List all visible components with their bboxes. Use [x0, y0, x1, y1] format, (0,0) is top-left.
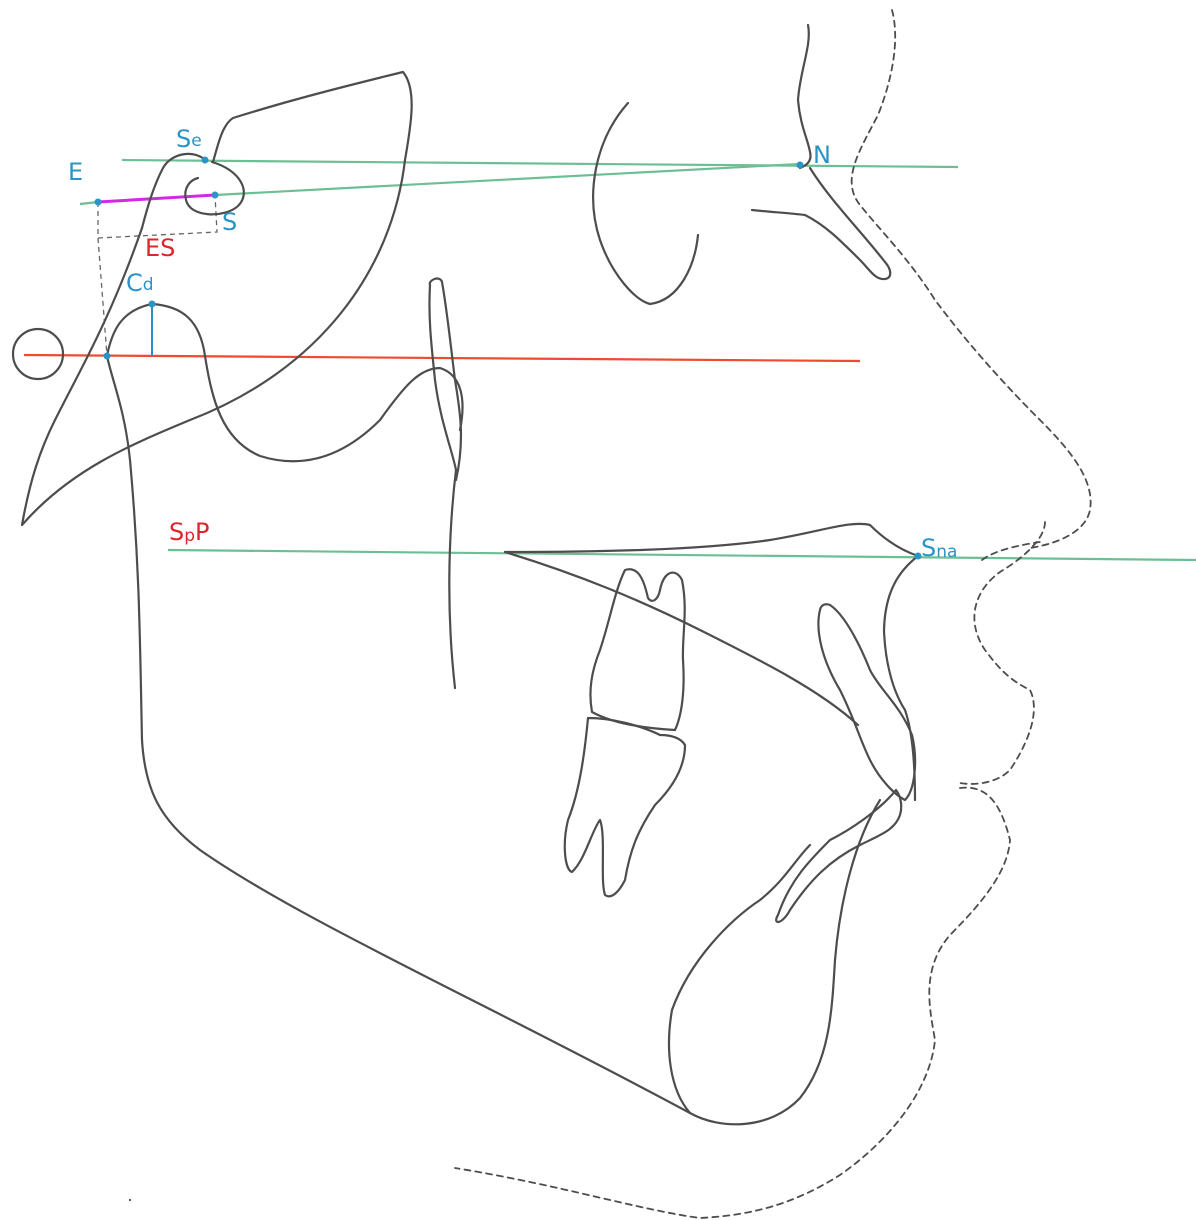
condylion-point: [148, 300, 156, 308]
upper-molar-outline: [589, 568, 686, 732]
label-sella-entrance: Se: [176, 125, 202, 153]
pterygoid-lower-outline: [428, 283, 458, 690]
spp-plane-line: [167, 548, 1196, 562]
red-line-intersection-point: [103, 352, 111, 360]
lower-molar-outline: [563, 716, 687, 898]
soft-tissue-profile: [850, 9, 1092, 549]
palatal-plane-outline: [503, 522, 920, 558]
label-condylion: Cd: [126, 269, 154, 297]
soft-tissue-nose-underside: [981, 541, 1041, 561]
posterior-ramus-outline: [105, 354, 692, 1115]
soft-tissue-lower-profile: [454, 786, 1011, 1219]
label-es-segment: ES: [145, 234, 175, 262]
symphysis-inner-outline: [667, 843, 812, 1115]
vertical-construction-line: [97, 237, 108, 357]
maxilla-lower-outline: [503, 550, 860, 727]
sella-floor-outline: [184, 160, 245, 216]
nasal-bone-outline: [750, 166, 892, 281]
sella-point: [211, 191, 219, 199]
subnasale-point: [914, 552, 922, 560]
mandible-lower-border: [688, 798, 882, 1126]
incisor-alveolar-outline: [882, 554, 920, 802]
ramus-mandible-outline: [105, 302, 464, 463]
label-spp-plane: SpP: [169, 518, 210, 546]
label-e-point: E: [68, 158, 83, 186]
sphenoid-upper-outline: [20, 70, 413, 527]
upper-incisor-outline: [817, 603, 917, 802]
s-n-line: [214, 162, 801, 197]
pterygoid-outline: [428, 277, 463, 482]
ear-rod-circle: [11, 327, 65, 381]
es-segment: [97, 193, 216, 204]
sella-entrance-point: [201, 156, 209, 164]
nasion-point: [796, 161, 804, 169]
se-n-line: [121, 158, 959, 169]
horizontal-red-line: [23, 353, 861, 363]
soft-tissue-lip-profile: [959, 521, 1046, 785]
sella-turcica-outline: [140, 152, 207, 230]
e-point: [94, 198, 102, 206]
label-subnasale: Sna: [921, 534, 957, 562]
frontal-bone-outline: [796, 23, 812, 170]
label-sella: S: [222, 208, 237, 236]
lower-incisor-outline: [775, 788, 903, 923]
orbit-outline: [592, 101, 700, 306]
label-nasion: N: [813, 141, 831, 169]
